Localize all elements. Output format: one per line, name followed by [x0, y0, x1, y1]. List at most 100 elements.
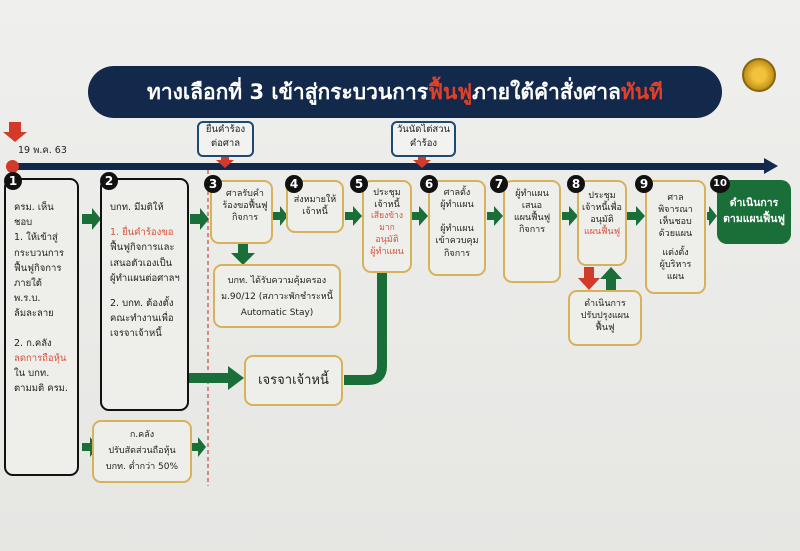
callout-text: วันนัดไต่สวน [396, 124, 451, 135]
step-text: บกท. มีมติให้ [110, 202, 164, 213]
step-text: เจ้าหนี้ [374, 200, 400, 211]
step-10-box: ดำเนินการ ตามแผนฟื้นฟู [717, 180, 791, 244]
step-text: แต่งตั้ง [662, 247, 689, 258]
step-number-7: 7 [490, 175, 508, 193]
step-text: ใน บกท. [14, 367, 50, 379]
arrow-right-icon [627, 206, 645, 226]
step-text: ดำเนินการ [584, 299, 626, 309]
step-text: Automatic Stay) [240, 307, 314, 318]
step-7-box: ผู้ทำแผน เสนอ แผนฟื้นฟู กิจการ [503, 180, 561, 283]
step-text: ผู้ทำแผน [515, 189, 549, 199]
step-text: 2. ก.คลัง [14, 337, 52, 349]
step-text: ฟื้นฟูกิจการ [14, 262, 62, 274]
title-highlight: ทันที [620, 79, 663, 104]
step-text: ปรับปรุงแผน [580, 311, 630, 322]
step-text: คณะทำงานเพื่อ [110, 313, 174, 325]
step-text: บกท. ต่ำกว่า 50% [105, 462, 179, 473]
step-text-highlight: แผนฟื้นฟู [583, 227, 621, 238]
step-number-8: 8 [567, 175, 585, 193]
step-text: อนุมัติ [590, 215, 614, 226]
step-number-1: 1 [4, 172, 22, 190]
step-number-4: 4 [285, 175, 303, 193]
step-text: พิจารณา [658, 205, 693, 216]
step-text: แผนฟื้นฟู [513, 213, 551, 224]
arrow-right-icon [345, 206, 362, 226]
step-text: ตามมติ ครม. [14, 383, 68, 395]
step-text: ล้มละลาย [14, 308, 54, 320]
step-number-2: 2 [100, 172, 118, 190]
step-8-box: ประชุม เจ้าหนี้เพื่อ อนุมัติ แผนฟื้นฟู [577, 180, 627, 266]
arrow-right-icon [562, 206, 578, 226]
arrow-right-icon [412, 206, 428, 226]
title-highlight: ฟื้นฟู [428, 79, 473, 104]
step-text: ผู้บริหาร [659, 259, 692, 270]
step-text: กิจการ [443, 248, 471, 259]
step-text: ปรับสัดส่วนถือหุ้น [108, 446, 176, 457]
title-text: ภายใต้คำสั่งศาล [472, 79, 621, 104]
arrow-right-icon [82, 208, 101, 230]
start-arrow-icon [3, 122, 27, 142]
step-number-6: 6 [420, 175, 438, 193]
step-text: กระบวนการ [14, 247, 65, 259]
step-text: เสนอ [521, 201, 543, 212]
step-text: ฟื้นฟู [595, 323, 615, 334]
step-text: ประชุม [588, 191, 616, 201]
step-6-box: ศาลตั้ง ผู้ทำแผน ผู้ทำแผน เข้าควบคุม กิจ… [428, 180, 486, 276]
callout-text: คำร้อง [409, 138, 438, 150]
callout-text: ยื่นคำร้อง [205, 124, 246, 135]
step-text: เจ้าหนี้เพื่อ [582, 203, 622, 214]
step-9-box: ศาล พิจารณา เห็นชอบ ด้วยแผน แต่งตั้ง ผู้… [645, 180, 706, 294]
step-number-10: 10 [710, 175, 730, 193]
emblem-logo [742, 58, 776, 92]
arrow-right-icon [182, 366, 244, 390]
callout-file-petition: ยื่นคำร้อง ต่อศาล [197, 121, 254, 157]
step-text-highlight: ลดการถือหุ้น [14, 352, 67, 364]
step-text: 1. ให้เข้าสู่ [14, 232, 58, 244]
negotiate-creditors-box: เจรจาเจ้าหนี้ [244, 355, 343, 406]
step-1-box: ครม. เห็นชอบ 1. ให้เข้าสู่ กระบวนการ ฟื้… [4, 178, 79, 476]
step-text: บกท. ได้รับความคุ้มครอง [227, 276, 327, 286]
arrow-down-icon [231, 244, 255, 265]
step-text: เข้าควบคุม [435, 236, 479, 247]
step-text: กิจการ [518, 225, 546, 236]
step-text: ผู้ทำแผนต่อศาลฯ [110, 272, 180, 284]
title-text: ทางเลือกที่ 3 เข้าสู่กระบวนการ [147, 79, 429, 104]
step-5-box: ประชุม เจ้าหนี้ เสียงข้างมาก อนุมัติ ผู้… [362, 180, 412, 273]
start-date: 19 พ.ค. 63 [18, 145, 67, 156]
step-text-highlight: เสียงข้างมาก [371, 211, 403, 233]
step-text: ดำเนินการ [729, 197, 779, 210]
step-text: ฟื้นฟูกิจการและ [110, 242, 175, 254]
arrow-right-icon [487, 206, 503, 226]
revise-plan-box: ดำเนินการ ปรับปรุงแผน ฟื้นฟู [568, 290, 642, 346]
title-banner: ทางเลือกที่ 3 เข้าสู่กระบวนการ ฟื้นฟู ภา… [88, 66, 722, 118]
step-text: ผู้ทำแผน [440, 200, 474, 211]
arrow-right-icon [190, 208, 209, 230]
timeline-bar [8, 163, 768, 170]
arrow-right-icon [707, 206, 717, 226]
step-number-9: 9 [635, 175, 653, 193]
step-text: ครม. เห็นชอบ [14, 202, 54, 229]
step-number-3: 3 [204, 175, 222, 193]
step-text: ก.คลัง [129, 430, 155, 440]
step-text: ศาลตั้ง [443, 188, 471, 198]
step-text: ตามแผนฟื้นฟู [723, 213, 785, 225]
step-text: ประชุม [373, 188, 401, 198]
step-text-highlight: 1. ยื่นคำร้องขอ [110, 227, 174, 239]
callout-text: ต่อศาล [210, 138, 241, 150]
step-text: ศาล [667, 193, 684, 203]
step-text: แผน [666, 271, 685, 282]
automatic-stay-box: บกท. ได้รับความคุ้มครอง ม.90/12 (สภาวะพั… [213, 264, 341, 328]
step-3-box: ศาลรับคำร้องขอฟื้นฟูกิจการ [210, 180, 273, 244]
callout-hearing-date: วันนัดไต่สวน คำร้อง [391, 121, 456, 157]
finance-ministry-box: ก.คลัง ปรับสัดส่วนถือหุ้น บกท. ต่ำกว่า 5… [92, 420, 192, 483]
step-text: เห็นชอบ [659, 217, 692, 228]
step-2-box: บกท. มีมติให้ 1. ยื่นคำร้องขอ ฟื้นฟูกิจก… [100, 178, 189, 411]
step-text: ด้วยแผน [658, 229, 693, 240]
step-text: ภายใต้ พ.ร.บ. [14, 277, 42, 305]
timeline-arrowhead-icon [764, 158, 778, 174]
step-text-highlight: อนุมัติ [375, 235, 399, 246]
step-text: เสนอตัวเองเป็น [110, 257, 173, 269]
step-text: ม.90/12 (สภาวะพักชำระหนี้ [221, 291, 333, 302]
arrow-right-icon [192, 437, 206, 457]
negotiate-to-meeting-arrow [344, 262, 387, 385]
